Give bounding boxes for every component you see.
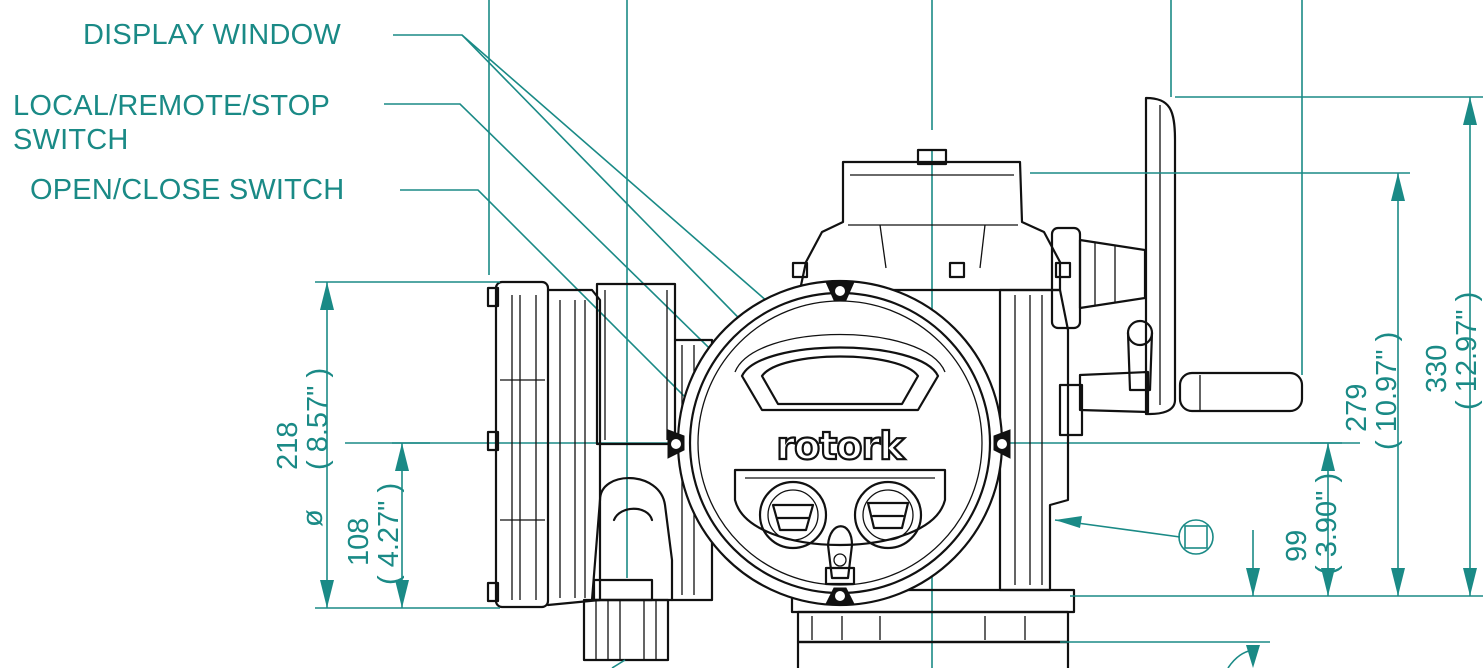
dim-330-mm: 330 (1421, 345, 1453, 393)
square-in-circle-icon (1178, 519, 1214, 555)
dim-99-mm: 99 (1281, 530, 1313, 562)
actuator-body (486, 96, 1304, 668)
dim-108-in: ( 4.27" ) (373, 483, 405, 585)
dim-218-in: ( 8.57" ) (302, 368, 334, 470)
diameter-symbol: ø (297, 509, 329, 527)
dim-330-in: ( 12.97" ) (1451, 292, 1483, 410)
dim-108-mm: 108 (343, 518, 375, 566)
callout-open-close-switch: OPEN/CLOSE SWITCH (30, 174, 345, 206)
dimension-labels: 218 ( 8.57" ) ø 108 ( 4.27" ) 99 ( 3.90"… (272, 292, 1483, 585)
brand-text: rotork (776, 424, 905, 468)
callout-local-remote-stop-switch: LOCAL/REMOTE/STOP SWITCH (13, 90, 331, 156)
dim-279-mm: 279 (1341, 384, 1373, 432)
dim-279-in: ( 10.97" ) (1371, 332, 1403, 450)
dim-99-in: ( 3.90" ) (1311, 473, 1343, 575)
dimension-lines (315, 96, 1483, 668)
dim-218-mm: 218 (272, 422, 304, 470)
rotork-logo: rotork (770, 423, 910, 469)
callout-display-window: DISPLAY WINDOW (83, 19, 341, 51)
